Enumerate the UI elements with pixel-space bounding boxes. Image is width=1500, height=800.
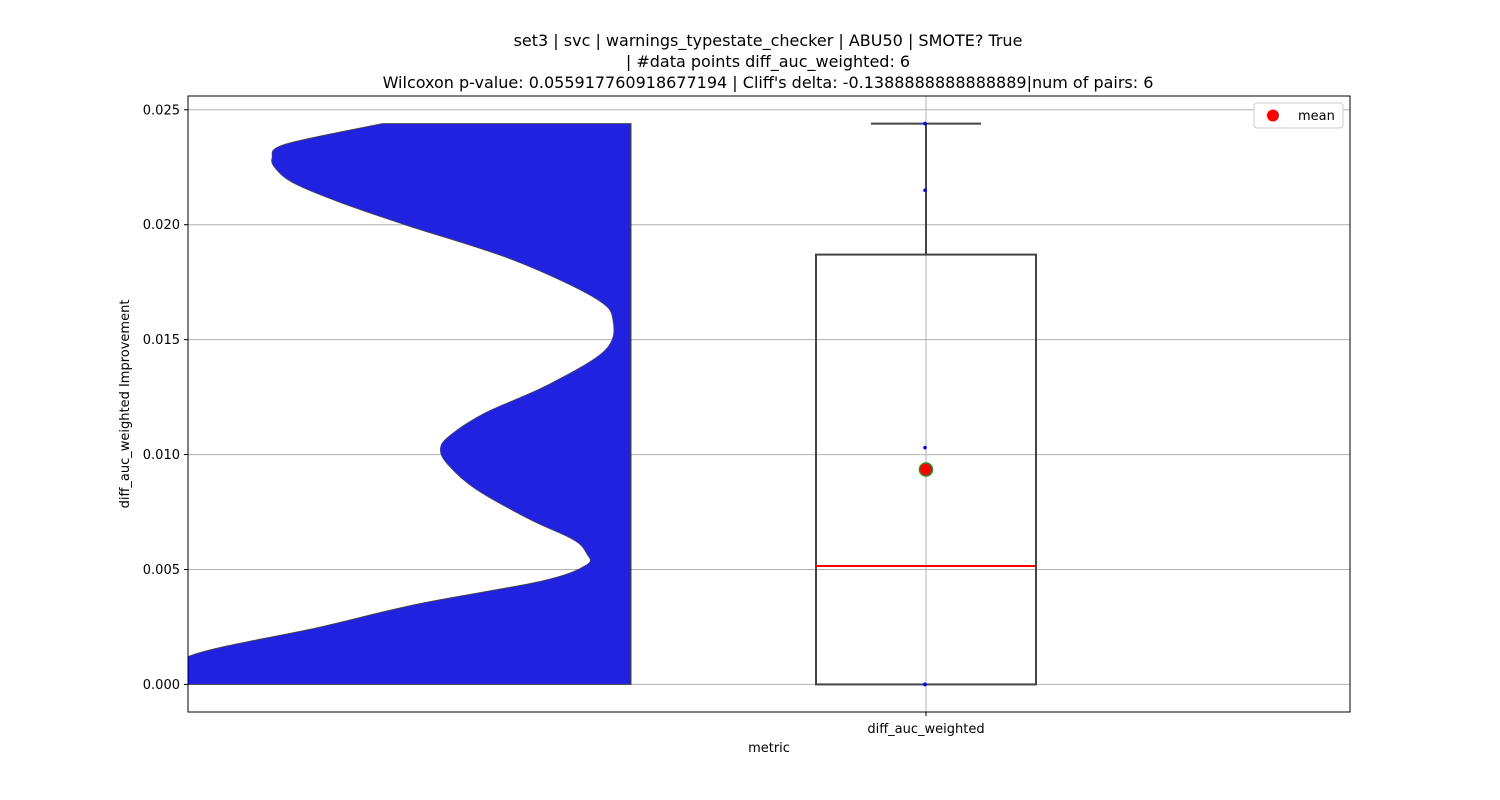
- y-tick-label: 0.000: [143, 678, 180, 693]
- plot-frame: [187, 95, 1351, 713]
- data-point: [923, 188, 927, 193]
- legend-mean-label: mean: [1298, 109, 1335, 124]
- y-tick-label: 0.005: [143, 563, 180, 578]
- x-axis: diff_auc_weighted: [867, 712, 985, 737]
- y-axis: 0.000 0.005 0.010 0.015 0.020 0.025: [143, 103, 188, 693]
- violin: [188, 123, 632, 685]
- legend: mean: [1253, 102, 1344, 129]
- title: set3 | svc | warnings_typestate_checker …: [383, 31, 1154, 92]
- legend-mean-marker: [1267, 109, 1279, 122]
- data-point: [923, 121, 927, 126]
- y-tick-label: 0.015: [143, 333, 180, 348]
- x-axis-label: metric: [748, 741, 790, 756]
- title-line-2: | #data points diff_auc_weighted: 6: [626, 52, 910, 72]
- data-point: [923, 445, 927, 450]
- legend-box: [1253, 102, 1344, 129]
- violin-shape: [188, 123, 632, 685]
- data-point: [923, 682, 927, 687]
- data-points: [918, 121, 934, 687]
- y-tick-label: 0.020: [143, 218, 180, 233]
- mean-marker: [918, 462, 934, 477]
- title-line-3: Wilcoxon p-value: 0.055917760918677194 |…: [383, 73, 1154, 92]
- gridlines: [188, 96, 1350, 712]
- x-tick-label: diff_auc_weighted: [867, 722, 984, 737]
- y-tick-label: 0.010: [143, 448, 180, 463]
- y-tick-label: 0.025: [143, 103, 180, 118]
- title-line-1: set3 | svc | warnings_typestate_checker …: [514, 31, 1023, 51]
- y-axis-label: diff_auc_weighted Improvement: [118, 300, 133, 509]
